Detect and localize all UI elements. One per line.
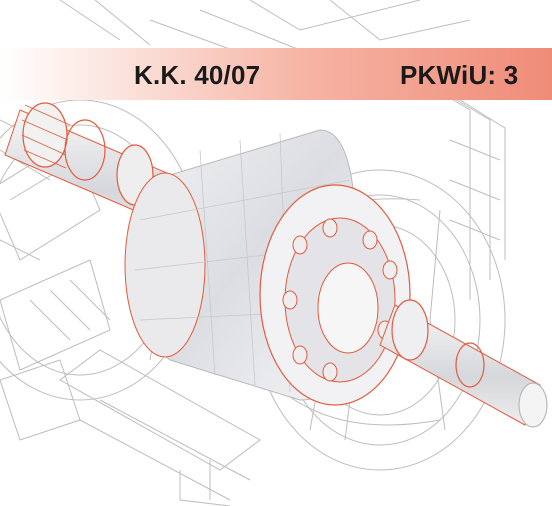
rotor-end-ring <box>259 184 411 406</box>
right-shaft <box>379 299 548 428</box>
catalog-banner: K.K. 40/07 PKWiU: 3 <box>0 48 552 100</box>
kk-code-label: K.K. 40/07 <box>134 60 261 90</box>
pkwiu-code-label: PKWiU: 3 <box>400 60 519 90</box>
